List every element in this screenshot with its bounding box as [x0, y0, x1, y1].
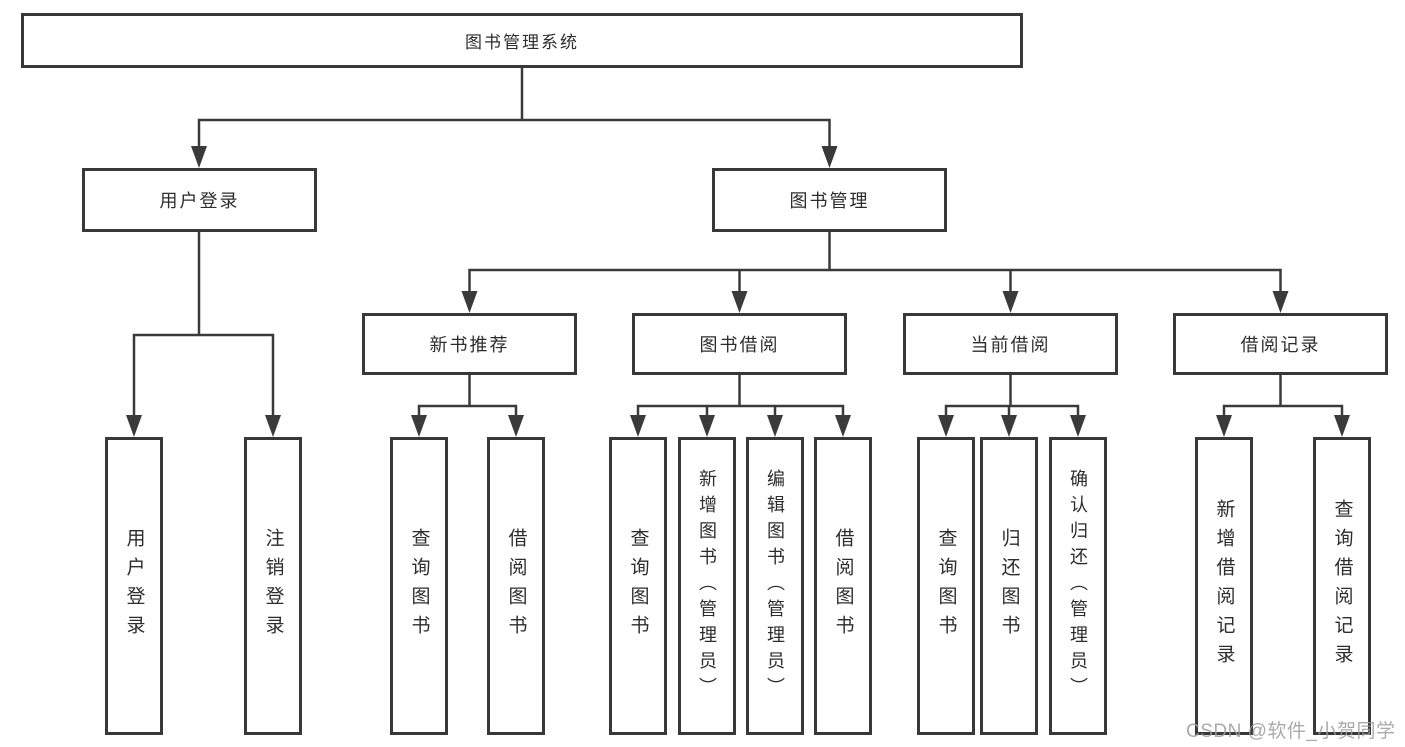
node-leaf-logout: 注销登录	[244, 437, 302, 735]
node-label: 注销登录	[262, 528, 284, 644]
node-label: 新增图书（管理员）	[697, 469, 717, 703]
node-leaf-add-books-admin: 新增图书（管理员）	[678, 437, 736, 735]
node-label: 新增借阅记录	[1213, 499, 1235, 673]
node-root-library-system: 图书管理系统	[21, 13, 1023, 68]
node-label: 借阅图书	[505, 528, 527, 644]
node-label: 图书借阅	[699, 335, 780, 355]
node-leaf-borrow-books-2: 借阅图书	[814, 437, 872, 735]
node-book-borrow: 图书借阅	[632, 313, 847, 375]
node-label: 当前借阅	[970, 335, 1051, 355]
node-leaf-user-login: 用户登录	[105, 437, 163, 735]
node-leaf-confirm-return-admin: 确认归还（管理员）	[1049, 437, 1107, 735]
csdn-watermark: CSDN @软件_小贺同学	[1186, 721, 1396, 742]
node-label: 查询图书	[408, 528, 430, 644]
node-user-login-module: 用户登录	[82, 168, 317, 232]
node-leaf-add-borrow-record: 新增借阅记录	[1195, 437, 1253, 735]
node-label: 查询借阅记录	[1331, 499, 1353, 673]
node-leaf-query-books-3: 查询图书	[917, 437, 975, 735]
node-leaf-borrow-books-1: 借阅图书	[487, 437, 545, 735]
node-leaf-return-books: 归还图书	[980, 437, 1038, 735]
node-leaf-query-borrow-record: 查询借阅记录	[1313, 437, 1371, 735]
node-label: 新书推荐	[429, 335, 510, 355]
node-label: 用户登录	[123, 528, 145, 644]
node-leaf-query-books-2: 查询图书	[609, 437, 667, 735]
node-label: 归还图书	[998, 528, 1020, 644]
node-leaf-edit-books-admin: 编辑图书（管理员）	[746, 437, 804, 735]
node-current-borrow: 当前借阅	[903, 313, 1118, 375]
node-leaf-query-books-1: 查询图书	[390, 437, 448, 735]
node-label: 编辑图书（管理员）	[765, 469, 785, 703]
node-book-management-module: 图书管理	[712, 168, 947, 232]
node-label: 借阅记录	[1240, 335, 1321, 355]
node-label: 确认归还（管理员）	[1068, 469, 1088, 703]
node-label: 图书管理	[789, 191, 870, 211]
node-label: 查询图书	[627, 528, 649, 644]
node-label: 用户登录	[159, 191, 240, 211]
node-label: 借阅图书	[832, 528, 854, 644]
node-label: 图书管理系统	[465, 33, 579, 52]
node-label: 查询图书	[935, 528, 957, 644]
node-borrow-records: 借阅记录	[1173, 313, 1388, 375]
node-new-book-recommend: 新书推荐	[362, 313, 577, 375]
